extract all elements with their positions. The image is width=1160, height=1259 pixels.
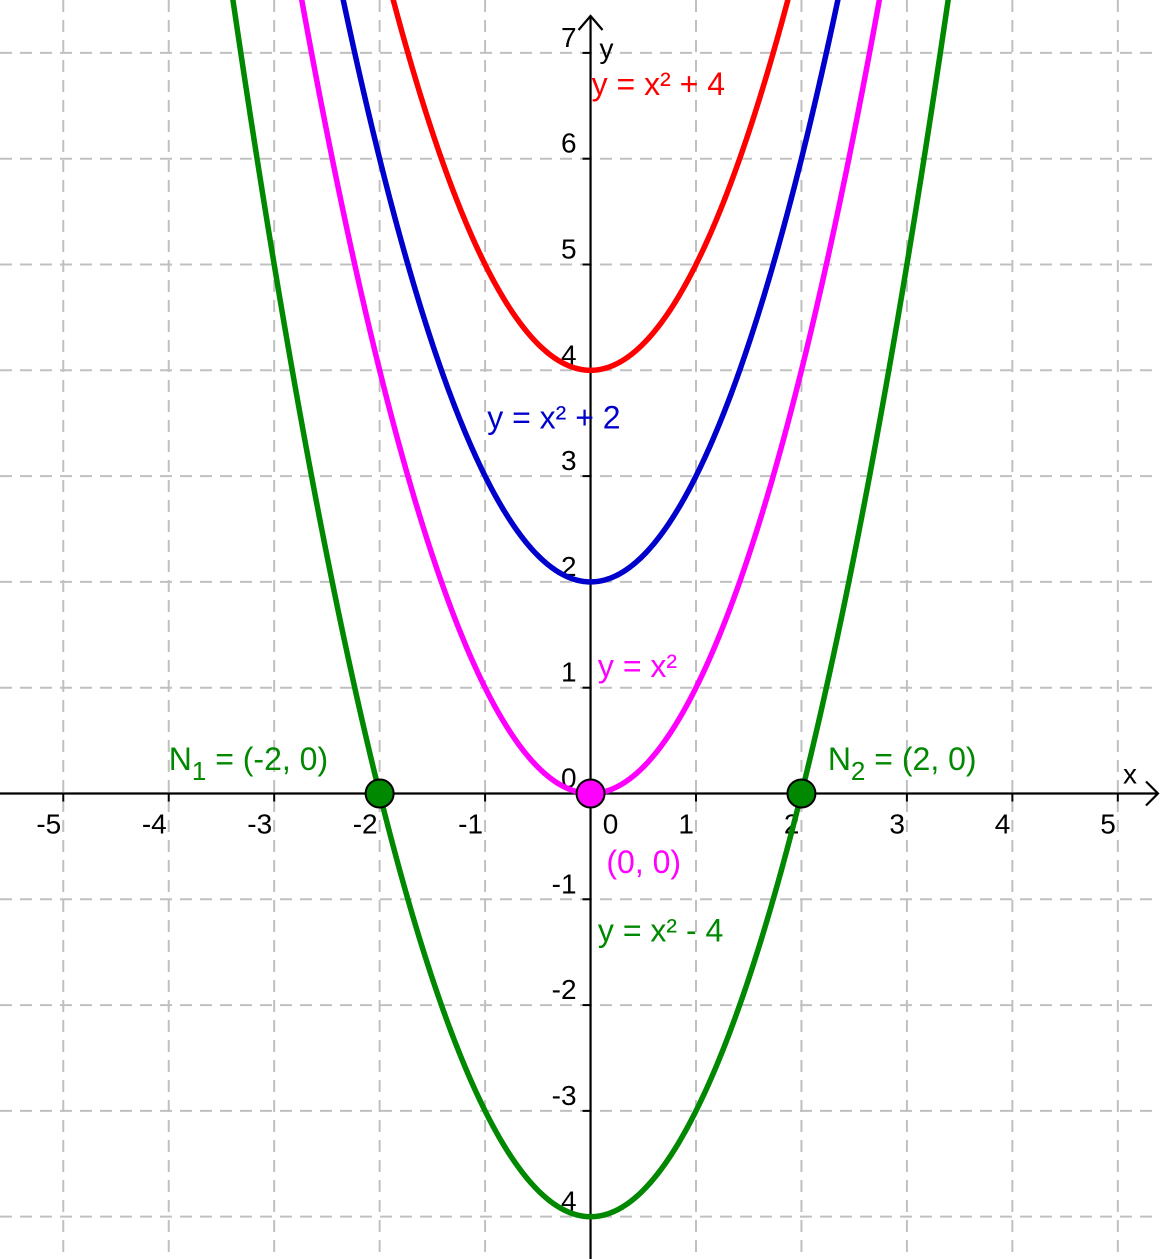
curve-label: y = x² + 2 bbox=[487, 399, 620, 435]
curves bbox=[230, 0, 951, 1220]
x-tick-label: -2 bbox=[353, 808, 378, 839]
y-axis-arrow bbox=[577, 14, 604, 31]
x-tick-label: 4 bbox=[995, 808, 1011, 839]
y-tick-label: 1 bbox=[561, 657, 577, 688]
x-tick-label: 3 bbox=[889, 808, 905, 839]
point-label: N2 = (2, 0) bbox=[828, 741, 977, 786]
curve-label: y = x² + 4 bbox=[592, 66, 725, 102]
x-tick-label: -4 bbox=[142, 808, 167, 839]
point-marker bbox=[786, 778, 817, 809]
y-tick-label: 7 bbox=[561, 22, 577, 53]
curve-label: y = x² - 4 bbox=[598, 913, 723, 949]
point-marker bbox=[575, 778, 606, 809]
curve-label: y = x² bbox=[598, 648, 677, 684]
curve-line bbox=[390, 0, 791, 374]
axes bbox=[0, 14, 1160, 1259]
y-tick-label: -1 bbox=[552, 868, 577, 899]
x-axis-title: x bbox=[1123, 758, 1137, 789]
x-axis-arrow bbox=[1145, 780, 1160, 807]
y-tick-label: -2 bbox=[552, 974, 577, 1005]
points: N1 = (-2, 0) N2 = (2, 0) (0, 0) bbox=[169, 741, 977, 880]
curve-line bbox=[340, 0, 841, 585]
y-axis-title: y bbox=[600, 33, 614, 64]
y-tick-label: 5 bbox=[561, 233, 577, 264]
point-label: (0, 0) bbox=[606, 844, 681, 880]
point-marker bbox=[364, 778, 395, 809]
y-tick-label: 3 bbox=[561, 445, 577, 476]
y-tick-label: 6 bbox=[561, 128, 577, 159]
y-tick-label: -3 bbox=[552, 1080, 577, 1111]
x-tick-label: 5 bbox=[1100, 808, 1116, 839]
curve-line bbox=[230, 0, 951, 1220]
x-tick-label: -5 bbox=[36, 808, 61, 839]
x-tick-label: 1 bbox=[678, 808, 694, 839]
point-label: N1 = (-2, 0) bbox=[169, 741, 328, 786]
x-tick-label: -3 bbox=[247, 808, 272, 839]
x-tick-label: 0 bbox=[603, 808, 619, 839]
curve-labels: y = x² + 4 y = x² + 2 y = x² y = x² - 4 bbox=[487, 66, 725, 948]
x-tick-label: -1 bbox=[458, 808, 483, 839]
